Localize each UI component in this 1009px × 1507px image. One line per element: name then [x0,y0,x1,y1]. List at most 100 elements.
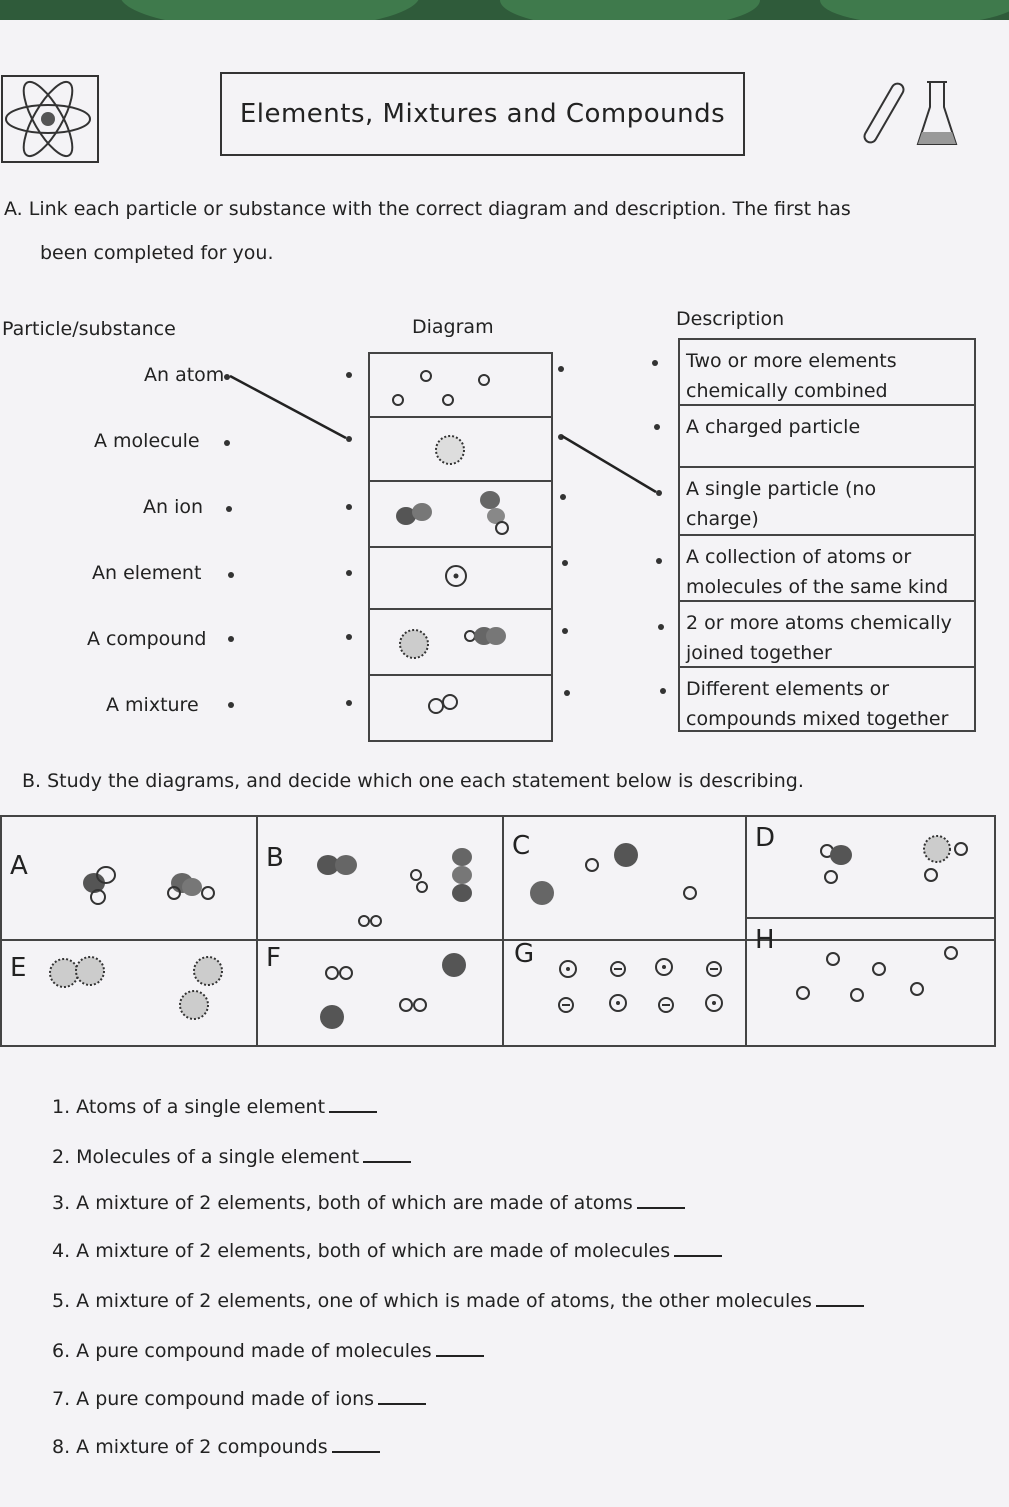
column-header-description: Description [676,308,785,330]
grid-cell-e: E [2,941,258,1045]
answer-blank[interactable] [815,1305,864,1307]
answer-blank[interactable] [363,1161,412,1163]
answer-blank[interactable] [435,1355,484,1357]
description-cell: A charged particle [680,406,974,468]
description-cell: 2 or more atoms chemically joined togeth… [680,602,974,668]
title-text: Elements, Mixtures and Compounds [239,99,726,129]
answer-blank[interactable] [329,1111,378,1113]
separate-atoms-diagram [392,370,490,406]
link-dot[interactable] [346,372,352,378]
link-dot[interactable] [564,690,570,696]
question-item: 8. A mixture of 2 compounds [52,1436,380,1458]
grid-cell-g: G [504,939,747,1045]
link-dot[interactable] [224,440,230,446]
link-dot[interactable] [562,628,568,634]
link-dot[interactable] [558,366,564,372]
grid-letter: C [512,831,531,861]
description-line: charge) [686,508,759,530]
question-text: 2. Molecules of a single element [52,1146,360,1168]
link-dot[interactable] [654,424,660,430]
description-line: compounds mixed together [686,708,949,730]
example-link-lines [229,374,657,494]
question-text: 8. A mixture of 2 compounds [52,1436,328,1458]
link-dot[interactable] [658,624,664,630]
diagram-atoms [370,354,551,418]
question-text: 3. A mixture of 2 elements, both of whic… [52,1192,633,1214]
particle-label: A molecule [94,430,200,452]
question-item: 1. Atoms of a single element [52,1096,378,1118]
link-dot[interactable] [558,434,564,440]
description-line: Different elements or [686,678,890,700]
description-line: chemically combined [686,380,888,402]
description-line: A charged particle [686,416,861,438]
description-cell: A collection of atoms or molecules of th… [680,536,974,602]
link-dot[interactable] [224,374,230,380]
particle-label: An ion [143,496,204,518]
link-dot[interactable] [560,494,566,500]
link-dot[interactable] [346,700,352,706]
description-line: Two or more elements [686,350,897,372]
description-line: molecules of the same kind [686,576,949,598]
description-cell: Two or more elements chemically combined [680,340,974,406]
grid-cell-b: B [258,817,504,941]
grid-letter: F [266,943,281,973]
question-item: 7. A pure compound made of ions [52,1388,427,1410]
link-dot[interactable] [228,572,234,578]
atom-icon [1,75,99,163]
question-item: 2. Molecules of a single element [52,1146,412,1168]
link-dot[interactable] [346,570,352,576]
diagram-column [368,352,553,742]
question-item: 6. A pure compound made of molecules [52,1340,484,1362]
question-item: 5. A mixture of 2 elements, one of which… [52,1290,864,1312]
diagram-ion [370,548,551,610]
column-header-diagram: Diagram [412,316,494,338]
link-dot[interactable] [228,702,234,708]
grid-cell-a: A [2,817,258,941]
question-text: 6. A pure compound made of molecules [52,1340,432,1362]
link-dot[interactable] [228,636,234,642]
description-cell: A single particle (no charge) [680,468,974,536]
link-dot[interactable] [346,504,352,510]
column-header-particle: Particle/substance [2,318,176,340]
link-dot[interactable] [226,506,232,512]
question-item: 4. A mixture of 2 elements, both of whic… [52,1240,723,1262]
answer-blank[interactable] [378,1403,427,1405]
link-dot[interactable] [346,436,352,442]
diagram-molecule [370,676,551,742]
worksheet-page [0,20,1009,1507]
grid-letter: H [755,925,775,955]
worksheet-title: Elements, Mixtures and Compounds [220,72,745,156]
particle-label: An atom [144,364,225,386]
section-a-instruction-line2: been completed for you. [40,242,274,264]
link-dot[interactable] [652,360,658,366]
link-dot[interactable] [562,560,568,566]
question-text: 1. Atoms of a single element [52,1096,326,1118]
diagram-grid: A B C D [0,815,996,1047]
grid-cell-h: H [747,917,994,1045]
flask-icon [916,81,958,145]
description-line: 2 or more atoms chemically [686,612,952,634]
question-text: 7. A pure compound made of ions [52,1388,375,1410]
description-line: A single particle (no [686,478,877,500]
grid-cell-c: C [504,817,747,941]
section-b-instruction: B. Study the diagrams, and decide which … [22,770,804,792]
test-tube-icon [863,82,905,144]
answer-blank[interactable] [636,1207,685,1209]
section-a-instruction-line1: A. Link each particle or substance with … [4,198,851,220]
link-dot[interactable] [656,490,662,496]
grid-letter: B [266,843,284,873]
description-line: joined together [686,642,832,664]
link-dot[interactable] [660,688,666,694]
link-dot[interactable] [656,558,662,564]
description-cell: Different elements or compounds mixed to… [680,668,974,730]
answer-blank[interactable] [674,1255,723,1257]
grid-letter: D [755,823,776,853]
grid-letter: A [10,851,28,881]
question-item: 3. A mixture of 2 elements, both of whic… [52,1192,685,1214]
question-text: 4. A mixture of 2 elements, both of whic… [52,1240,671,1262]
link-dot[interactable] [346,634,352,640]
answer-blank[interactable] [331,1451,380,1453]
particle-label: A compound [87,628,207,650]
diagram-mixture [370,610,551,676]
particle-label: An element [92,562,202,584]
